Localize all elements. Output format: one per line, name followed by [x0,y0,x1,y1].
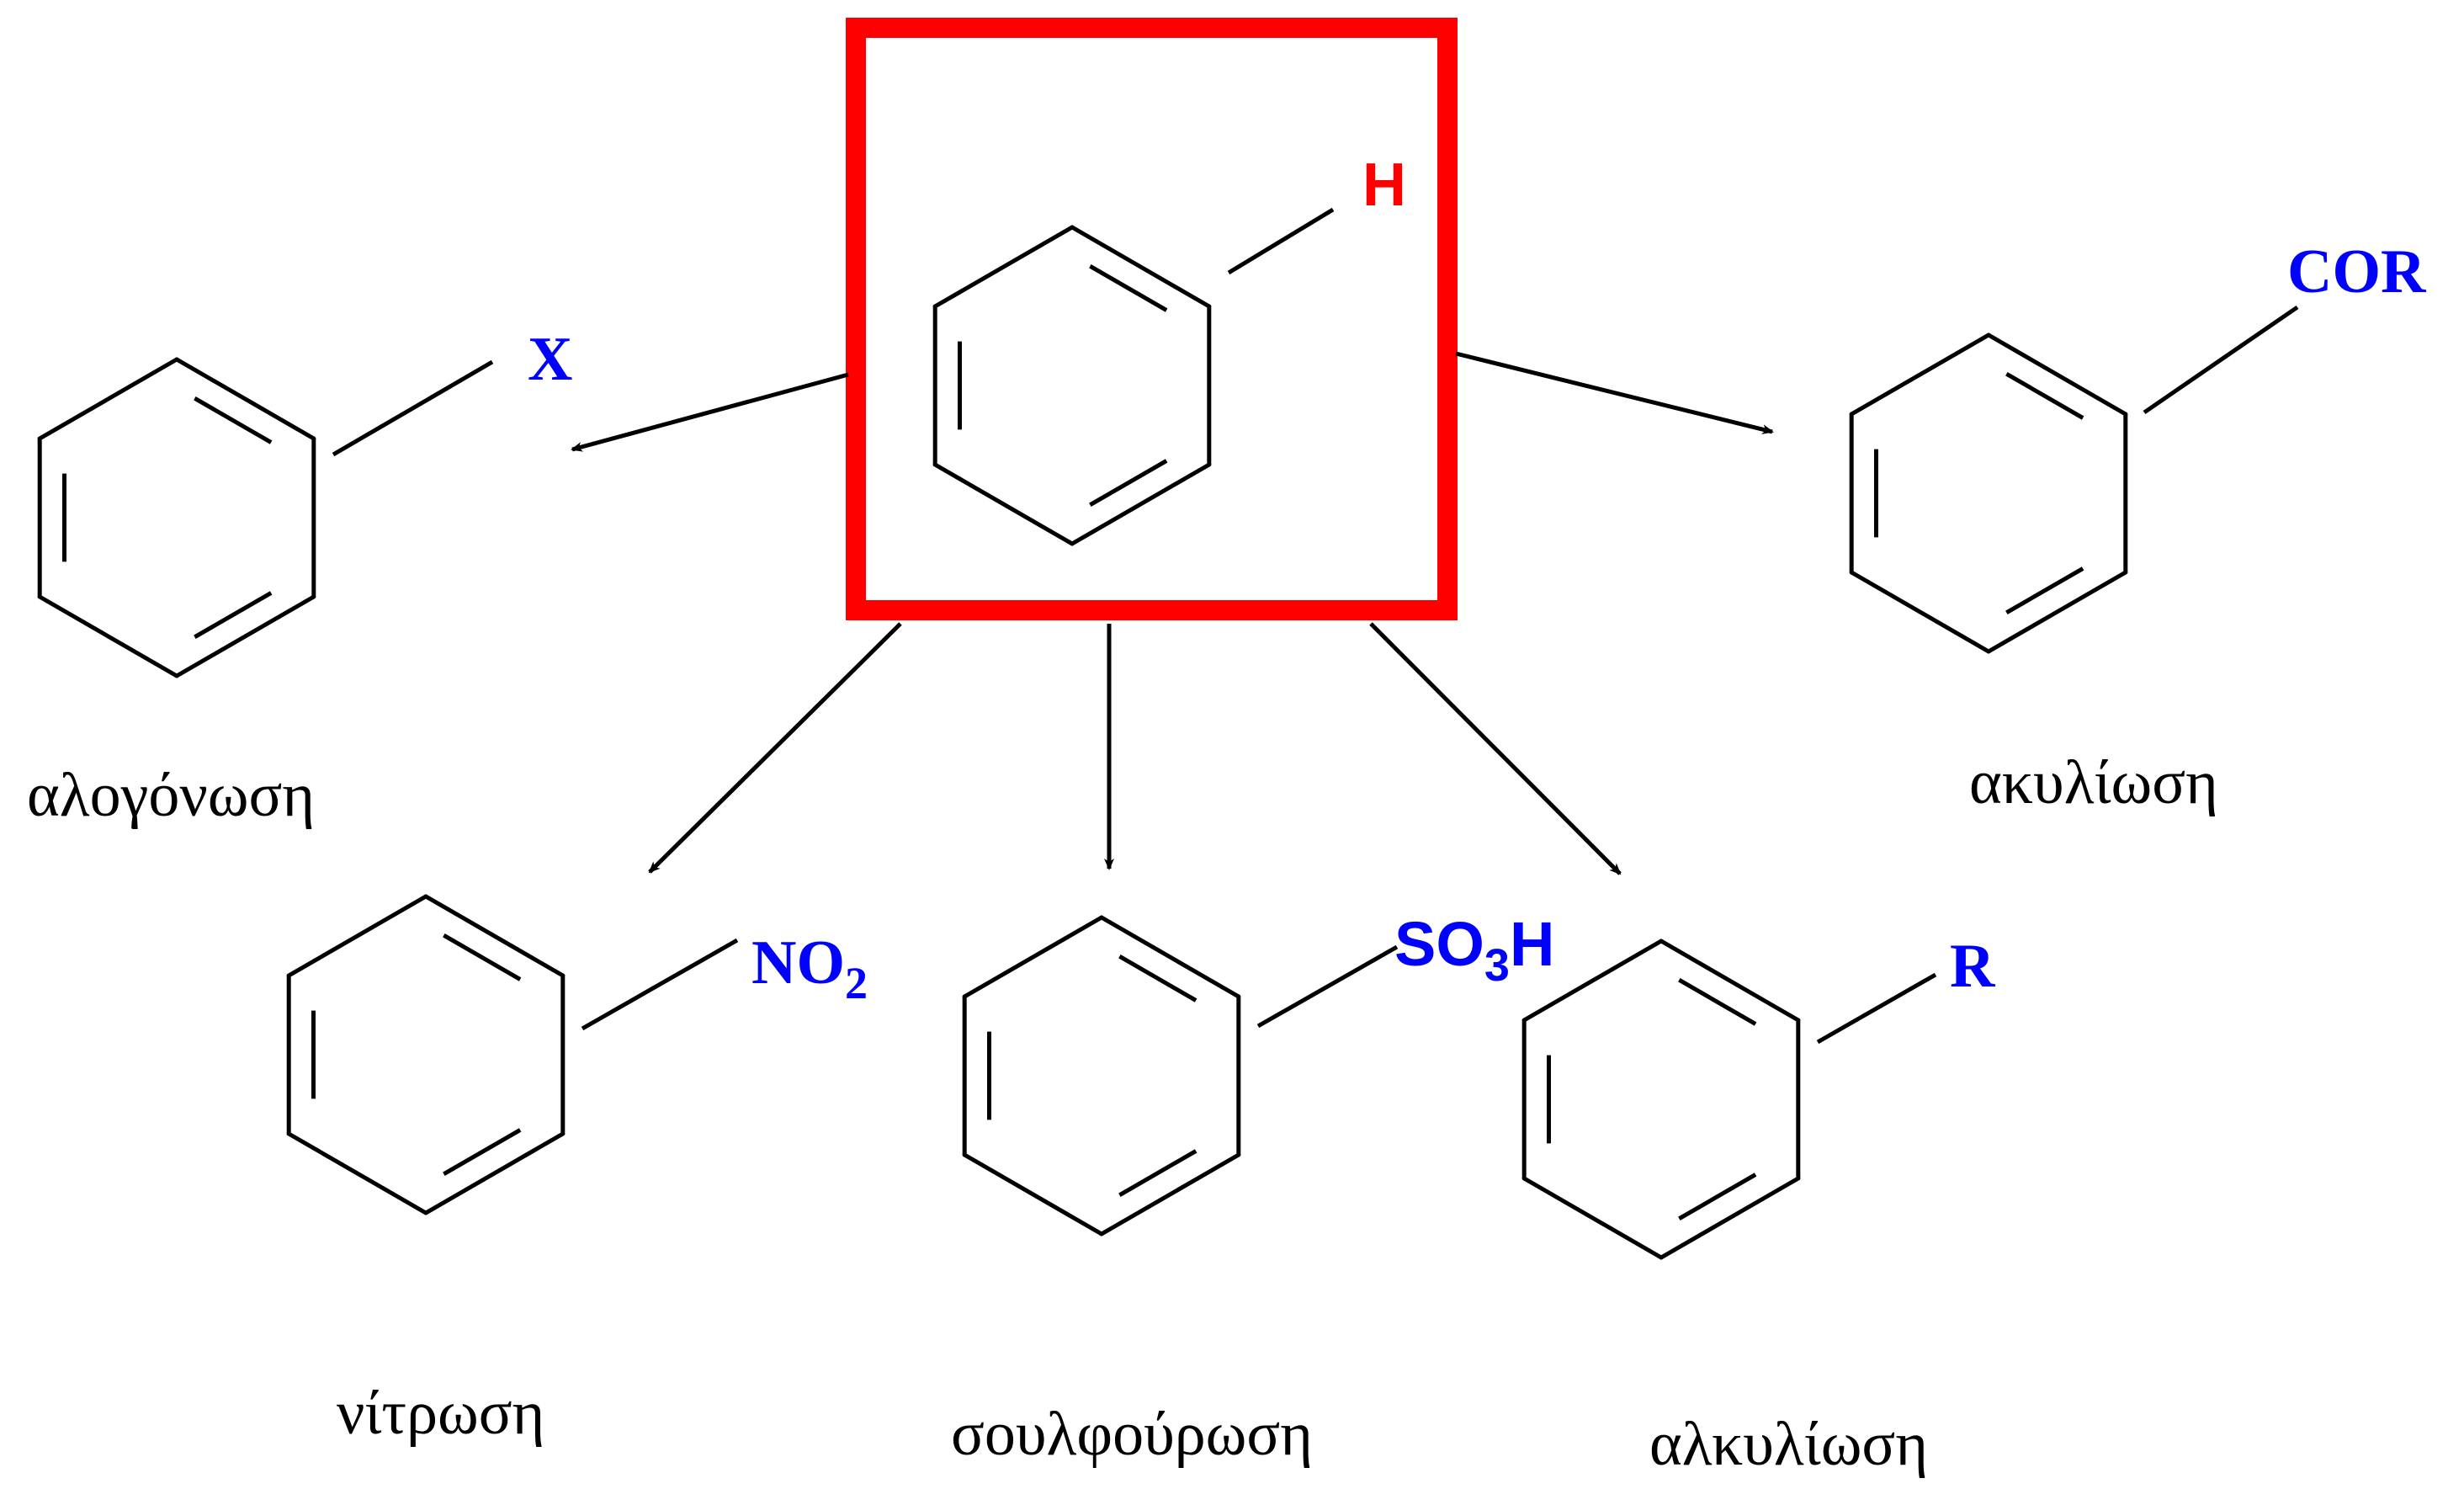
ring-inner-double-bond [1089,264,1168,312]
ring-bond-top-right [174,357,316,441]
acylation-benzene-ring [1849,332,2128,654]
sulfonation-substituent: SO3H [1394,909,1554,991]
sulfonation-benzene-ring [962,915,1241,1236]
ring-inner-double-bond [443,1128,522,1176]
ring-inner-double-bond [1089,459,1168,507]
ring-bond-bottom-left [37,594,179,678]
acylation-bond [2143,305,2299,415]
nitration-benzene-ring [286,894,566,1215]
ring-bond-bottom-right [174,594,316,678]
alkylation-substituent: R [1950,932,1996,1001]
ring-bond-top-right [1986,332,2128,417]
ring-inner-double-bond [194,396,273,444]
ring-bond-top-right [423,894,566,978]
nitration-substituent-main: NO [751,928,845,997]
sulfonation-bond [1256,944,1399,1029]
arrow-to-nitration [648,622,902,874]
arrow-to-halogenation [571,372,849,452]
alkylation-benzene-ring [1521,939,1801,1260]
ring-bond-bottom-left [1849,570,1991,654]
alkylation-label: αλκυλίωση [1649,1410,1928,1479]
center-benzene-ring [932,225,1212,546]
center-h-bond [1227,207,1335,275]
ring-bond-top-left [1521,939,1664,1023]
acylation-product: COR ακυλίωση [1849,237,2427,817]
halogenation-product: X αλογόνωση [27,325,572,830]
sulfonation-label: σουλφούρωση [951,1400,1313,1469]
nitration-substituent-subscript: 2 [845,958,868,1008]
ring-bond-top-left [962,915,1104,999]
ring-bond-top-right [1659,939,1801,1023]
nitration-substituent: NO2 [751,928,868,1008]
highlight-box [846,18,1458,620]
ring-bond-bottom-right [1659,1176,1801,1260]
ring-inner-double-bond [1118,955,1197,1002]
sulfonation-substituent-post: H [1510,909,1554,979]
halogenation-substituent: X [528,325,572,394]
nitration-bond [581,938,739,1031]
center-benzene-group: H [846,18,1458,620]
center-h-label: H [1362,152,1406,219]
ring-inner-double-bond [1678,978,1757,1026]
ring-bond-bottom-right [423,1131,566,1215]
sulfonation-substituent-pre: SO [1394,909,1484,979]
acylation-label: ακυλίωση [1969,748,2218,817]
sulfonation-product: SO3H σουλφούρωση [951,909,1554,1469]
ring-bond-top-right [1070,225,1212,309]
acylation-substituent: COR [2287,237,2427,306]
nitration-label: νίτρωση [337,1379,544,1448]
ring-bond-top-left [1849,332,1991,417]
halogenation-bond [332,359,494,457]
sulfonation-substituent-subscript: 3 [1484,940,1510,991]
ring-inner-double-bond [194,591,273,639]
alkylation-bond [1816,972,1937,1045]
ring-bond-top-left [286,894,428,978]
ring-bond-bottom-right [1099,1152,1241,1236]
arrow-to-acylation [1455,351,1774,434]
nitration-product: NO2 νίτρωση [286,894,868,1448]
halogenation-benzene-ring [37,357,316,678]
ring-bond-bottom-left [286,1131,428,1215]
ring-bond-top-left [932,225,1075,309]
alkylation-product: R αλκυλίωση [1521,932,1996,1479]
ring-bond-bottom-left [932,462,1075,546]
ring-bond-bottom-left [962,1152,1104,1236]
ring-inner-double-bond [1118,1149,1197,1197]
ring-bond-top-right [1099,915,1241,999]
ring-bond-bottom-right [1070,462,1212,546]
ring-inner-double-bond [2005,566,2084,614]
ring-bond-top-left [37,357,179,441]
ring-inner-double-bond [1678,1173,1757,1220]
ring-inner-double-bond [443,933,522,981]
ring-inner-double-bond [2005,372,2084,420]
ring-bond-bottom-left [1521,1176,1664,1260]
halogenation-label: αλογόνωση [27,761,315,830]
ring-bond-bottom-right [1986,570,2128,654]
arrow-to-alkylation [1369,622,1622,875]
